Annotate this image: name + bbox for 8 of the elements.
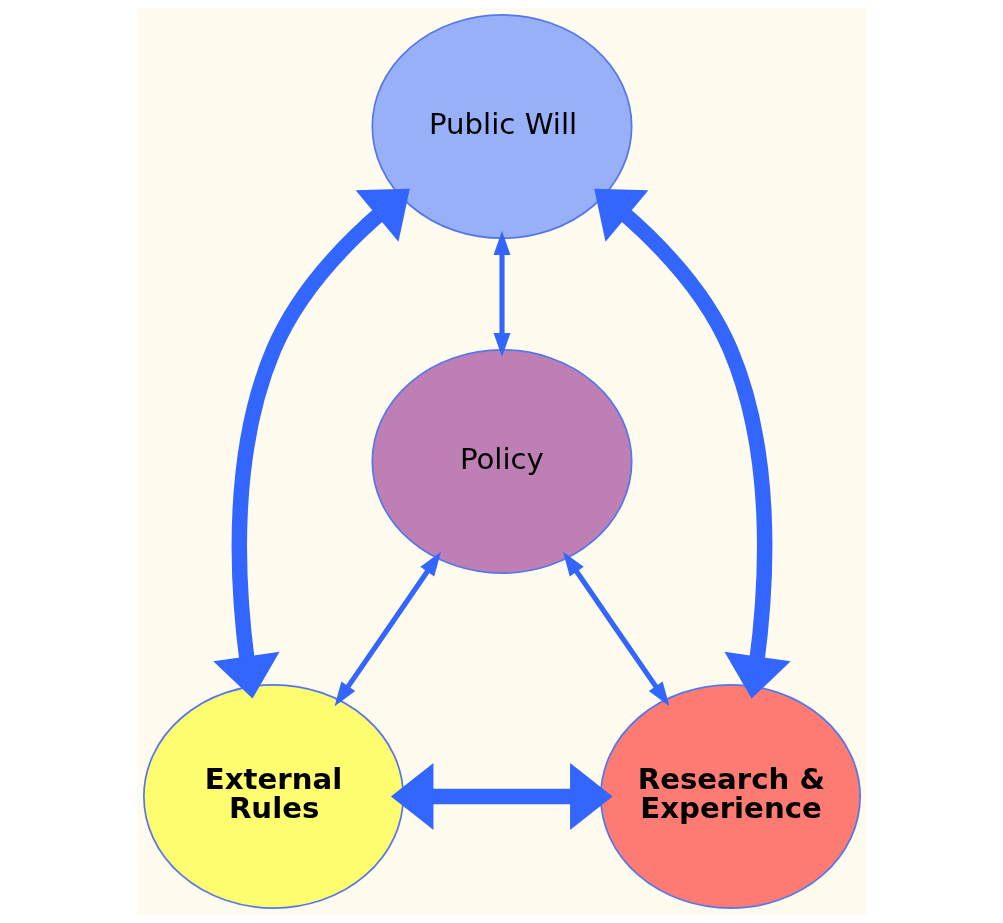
arrow bbox=[212, 188, 410, 699]
arrow bbox=[334, 551, 441, 707]
arrow bbox=[390, 762, 613, 830]
arrow bbox=[493, 230, 510, 358]
arrow bbox=[562, 551, 669, 707]
node-ellipse: Public Will bbox=[370, 14, 633, 240]
arrow bbox=[593, 188, 791, 699]
node-ellipse: Policy bbox=[370, 349, 633, 574]
